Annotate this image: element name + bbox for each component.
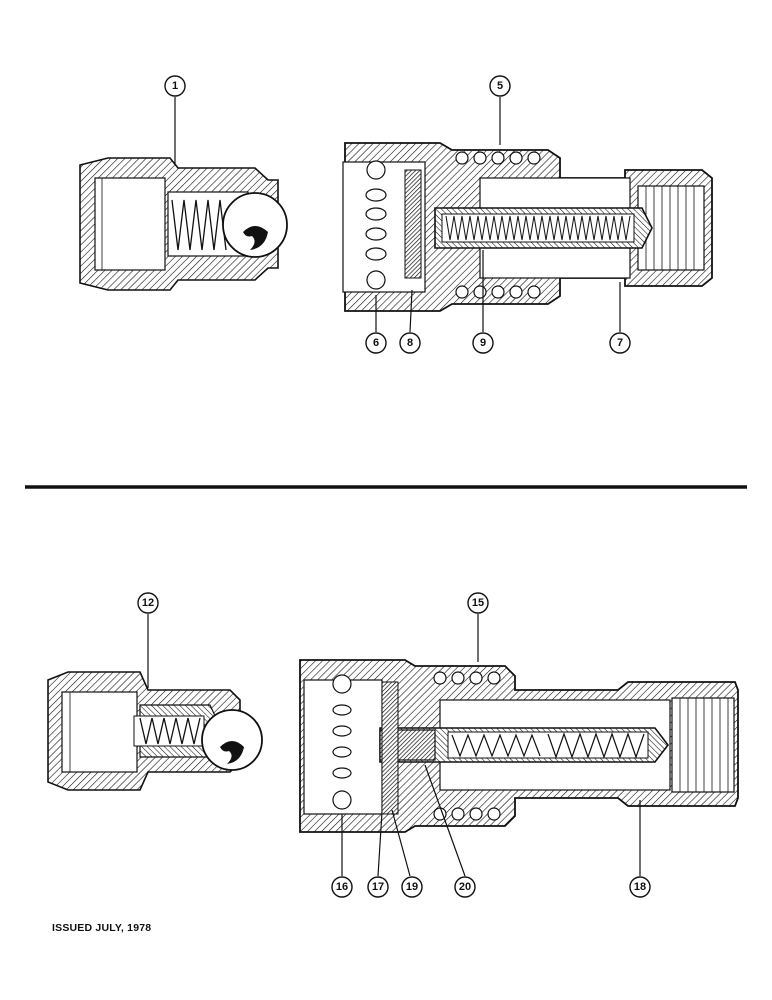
callout-5: 5 bbox=[489, 75, 511, 97]
svg-text:15: 15 bbox=[472, 597, 484, 609]
svg-text:18: 18 bbox=[634, 881, 646, 893]
callout-12: 12 bbox=[137, 592, 159, 614]
ball-bearings-top bbox=[365, 151, 541, 299]
svg-text:6: 6 bbox=[373, 337, 379, 349]
coupler-body-top bbox=[342, 142, 713, 312]
svg-text:12: 12 bbox=[142, 597, 154, 609]
svg-text:9: 9 bbox=[480, 337, 486, 349]
leader-lines-bottom bbox=[147, 614, 641, 877]
spring-top-left bbox=[171, 199, 227, 251]
ball-valve-bottom bbox=[201, 709, 263, 771]
ball-bearings-bottom bbox=[332, 671, 501, 821]
svg-text:1: 1 bbox=[172, 80, 178, 92]
leader-lines-top bbox=[174, 97, 621, 333]
callout-7: 7 bbox=[609, 332, 631, 354]
svg-text:19: 19 bbox=[406, 881, 418, 893]
callout-20: 20 bbox=[454, 876, 476, 898]
coupler-nipple-bottom bbox=[47, 671, 263, 791]
svg-text:8: 8 bbox=[407, 337, 413, 349]
callout-6: 6 bbox=[365, 332, 387, 354]
ball-valve-top bbox=[222, 192, 288, 258]
svg-text:5: 5 bbox=[497, 80, 503, 92]
callout-1: 1 bbox=[164, 75, 186, 97]
callout-16: 16 bbox=[331, 876, 353, 898]
callout-17: 17 bbox=[367, 876, 389, 898]
svg-text:7: 7 bbox=[617, 337, 623, 349]
callout-9: 9 bbox=[472, 332, 494, 354]
coupler-body-bottom bbox=[299, 659, 739, 833]
callout-19: 19 bbox=[401, 876, 423, 898]
callout-8: 8 bbox=[399, 332, 421, 354]
spring-top-right bbox=[445, 215, 631, 241]
svg-text:20: 20 bbox=[459, 881, 471, 893]
svg-text:16: 16 bbox=[336, 881, 348, 893]
spring-bottom-left bbox=[139, 717, 201, 745]
coupler-nipple-top bbox=[79, 157, 288, 291]
callout-15: 15 bbox=[467, 592, 489, 614]
callout-18: 18 bbox=[629, 876, 651, 898]
svg-text:17: 17 bbox=[372, 881, 384, 893]
spring-bottom-right bbox=[451, 732, 645, 759]
issued-date: ISSUED JULY, 1978 bbox=[52, 922, 152, 934]
